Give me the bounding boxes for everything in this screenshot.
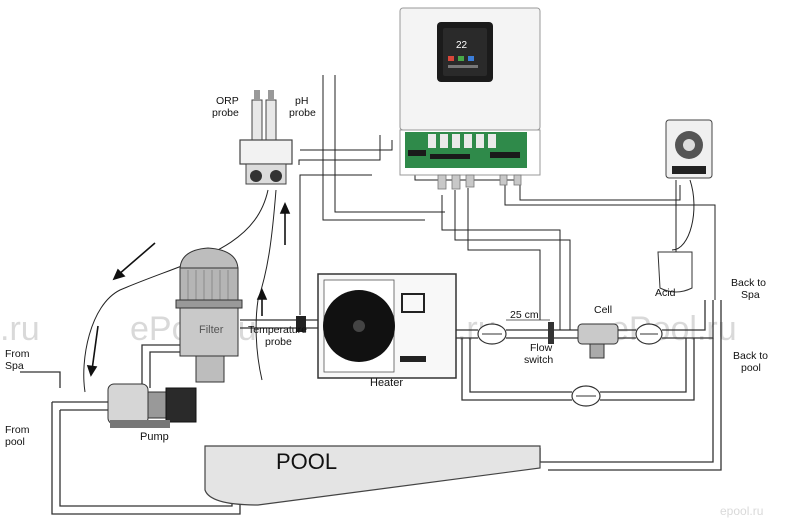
orp-probe-label-2: probe [212,107,239,119]
orp-probe-label: ORP [216,95,239,107]
flow-switch-label: Flow [530,342,553,354]
display-temperature: 22 [456,40,468,51]
flow-meter-2 [635,323,663,345]
controller-unit: 22 [399,7,541,190]
acid-tank [657,251,693,293]
probe-manifold [239,139,293,165]
cable-network [83,75,716,393]
back-to-pool-label-2: pool [741,362,761,374]
temperature-probe-label: Temperature [248,324,307,336]
watermark-left: .ru [0,310,40,348]
bypass-valve [571,385,601,407]
pipe-pump-to-filter-a [141,344,180,388]
probe-holder [239,90,293,185]
from-spa-label: From [5,348,30,360]
pump-label: Pump [140,431,169,443]
heater [317,273,457,379]
pump [107,383,197,428]
pool-basin [204,445,541,506]
flow-switch-label-2: switch [524,354,553,366]
from-spa-label-2: Spa [5,360,24,372]
from-pool-label-2: pool [5,436,25,448]
pump-motor [165,387,197,423]
back-to-pool-label: Back to [733,350,768,362]
temperature-probe-label-2: probe [265,336,292,348]
flow-arrows [86,202,291,377]
pipe-pump-to-filter-b [149,351,180,388]
watermark-corner: epool.ru [720,504,763,518]
temperature-probe [296,316,306,332]
orp-probe [251,99,263,141]
filter [175,247,243,383]
back-to-spa-label-2: Spa [741,289,760,301]
cell-label: Cell [594,304,612,316]
ph-probe-label-2: probe [289,107,316,119]
ph-probe [265,99,277,141]
filter-label: Filter [199,324,224,336]
ph-probe-label: pH [295,95,308,107]
watermark-mid-3: ePool.ru [610,310,737,348]
back-to-spa-label: Back to [731,277,766,289]
distance-label: 25 cm [510,309,539,321]
heater-label: Heater [370,377,403,389]
pool-label: POOL [276,449,337,474]
acid-dosing-pump [665,119,713,179]
from-pool-label: From [5,424,30,436]
flow-switch [548,322,554,344]
flow-meter-1 [477,323,507,345]
salt-cell [577,323,619,359]
acid-label: Acid [655,287,676,299]
pipe-from-pool-outer [51,402,241,515]
